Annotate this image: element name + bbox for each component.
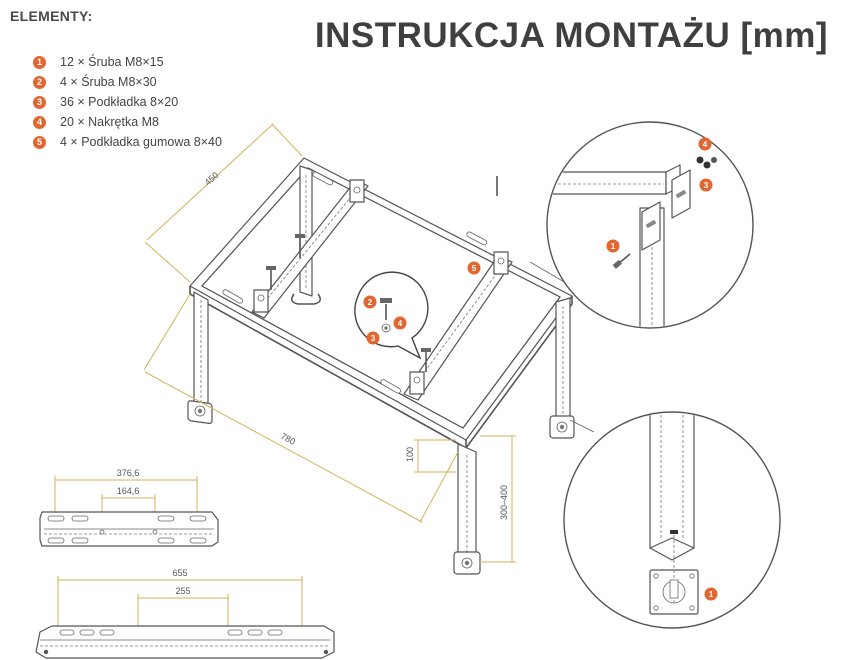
clamp-detail xyxy=(290,293,322,305)
zoom-detail-top: 4 3 1 xyxy=(529,121,754,329)
dim-short-rail-inner: 164,6 xyxy=(117,486,140,496)
svg-text:2: 2 xyxy=(368,298,373,307)
svg-text:4: 4 xyxy=(398,319,403,328)
cross-rail-left xyxy=(251,179,369,319)
beam-slots xyxy=(222,171,488,394)
foot-back-right xyxy=(549,415,575,439)
callout-foot-1: 1 xyxy=(704,587,718,601)
part-label-1: 12 × Śruba M8×15 xyxy=(60,55,164,69)
callout-center-3: 3 xyxy=(366,331,380,345)
callout-top-4: 4 xyxy=(698,137,712,151)
page-title: INSTRUKCJA MONTAŻU [mm] xyxy=(314,16,828,55)
part-item-3: 3 36 × Podkładka 8×20 xyxy=(33,92,222,112)
part-badge-2: 2 xyxy=(33,75,46,89)
part-label-4: 20 × Nakrętka M8 xyxy=(60,115,160,129)
part-label-2: 4 × Śruba M8×30 xyxy=(60,75,157,89)
part-badge-4: 4 xyxy=(33,115,46,129)
part-badge-3: 3 xyxy=(33,95,46,109)
callout-frame-5: 5 xyxy=(467,261,481,275)
frame xyxy=(187,157,575,575)
callout-center-2: 2 xyxy=(363,295,377,309)
part-item-1: 1 12 × Śruba M8×15 xyxy=(33,52,222,72)
svg-text:3: 3 xyxy=(371,334,376,343)
svg-text:1: 1 xyxy=(611,242,616,251)
dim-short-rail-outer: 376,6 xyxy=(117,468,140,478)
part-item-4: 4 20 × Nakrętka M8 xyxy=(33,112,222,132)
dim-length: 780 xyxy=(279,431,297,447)
short-rail-drawing: 376,6 164,6 xyxy=(39,468,219,547)
dim-depth: 450 xyxy=(203,170,221,187)
svg-text:4: 4 xyxy=(703,140,708,149)
callout-center-4: 4 xyxy=(393,316,407,330)
foot-front-right xyxy=(453,551,481,575)
part-label-3: 36 × Podkładka 8×20 xyxy=(60,95,179,109)
parts-list: 1 12 × Śruba M8×15 2 4 × Śruba M8×30 3 36 ×… xyxy=(33,52,222,152)
dim-long-rail-inner: 255 xyxy=(175,586,190,596)
dim-bracket-height: 100 xyxy=(405,447,415,462)
zoom-detail-foot: 1 xyxy=(563,411,781,629)
dim-leg-height: 300–400 xyxy=(499,485,509,520)
dim-long-rail-outer: 655 xyxy=(172,568,187,578)
part-badge-1: 1 xyxy=(33,55,46,69)
center-detail: 2 4 3 xyxy=(354,271,429,360)
callout-top-3: 3 xyxy=(699,178,713,192)
part-item-5: 5 4 × Podkładka gumowa 8×40 xyxy=(33,132,222,152)
long-rail-drawing: 655 255 xyxy=(35,568,335,659)
elements-title: ELEMENTY: xyxy=(10,8,93,24)
svg-text:5: 5 xyxy=(472,264,477,273)
part-item-2: 2 4 × Śruba M8×30 xyxy=(33,72,222,92)
frame-brackets xyxy=(253,179,509,395)
callout-top-1: 1 xyxy=(606,239,620,253)
part-label-5: 4 × Podkładka gumowa 8×40 xyxy=(60,135,222,149)
part-badge-5: 5 xyxy=(33,135,46,149)
hanging-bolts xyxy=(266,176,498,372)
svg-text:3: 3 xyxy=(704,181,709,190)
svg-text:1: 1 xyxy=(709,590,714,599)
foot-front-left xyxy=(187,400,213,425)
